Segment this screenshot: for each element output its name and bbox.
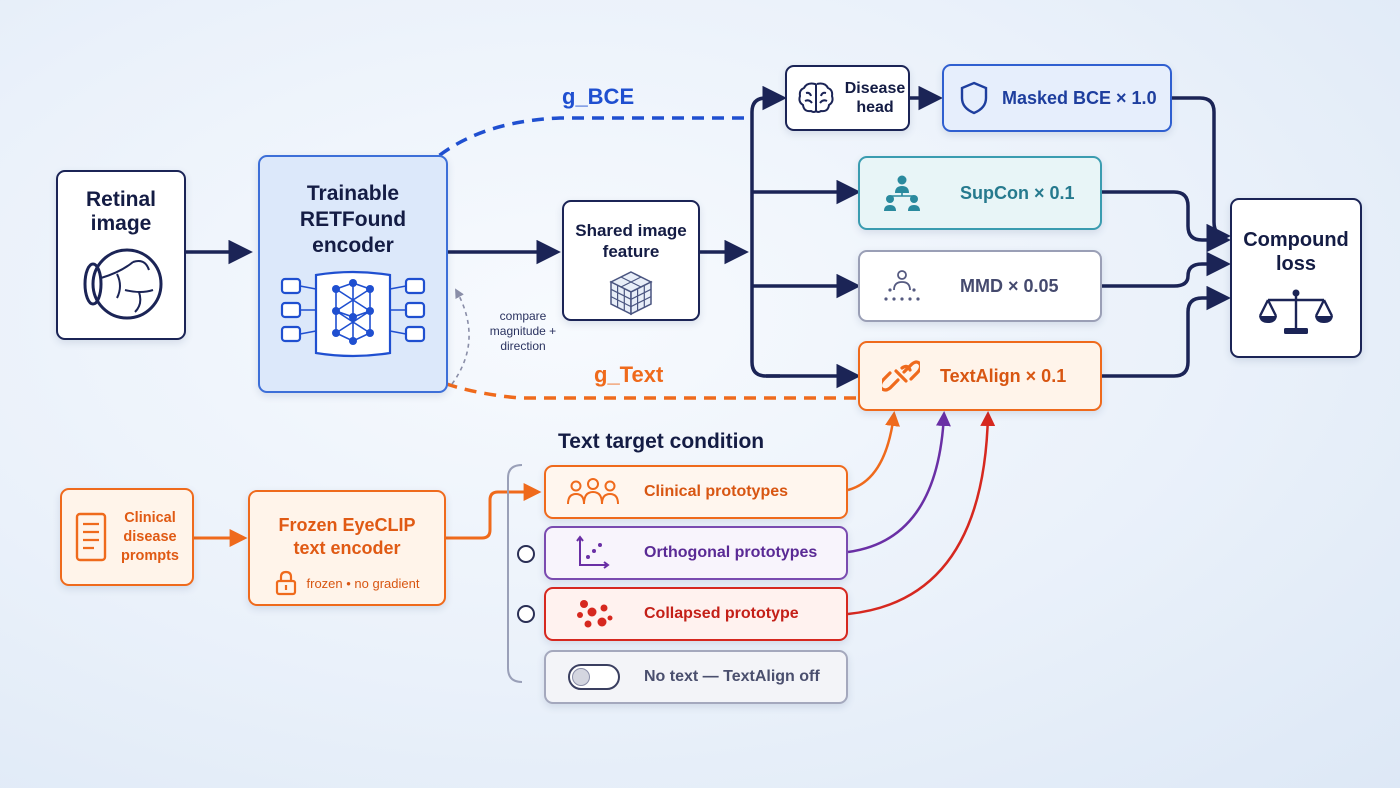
option-label: Clinical prototypes [644,483,789,500]
clinical-prompts-node: Clinical disease prompts [60,488,194,586]
g-text-label: g_Text [594,362,664,387]
option-label: Orthogonal prototypes [644,544,818,561]
option-orthogonal-prototypes[interactable]: Orthogonal prototypes [544,526,848,580]
distribution-icon [884,270,920,301]
text-encoder-label: Frozen EyeCLIP text encoder [278,515,416,558]
scatter-dots-icon [577,600,613,628]
frozen-note-row: frozen • no gradient [275,570,420,596]
option-label: Collapsed prototype [644,605,799,622]
option-collapsed-prototype[interactable]: Collapsed prototype [544,587,848,641]
lock-icon [275,570,296,596]
compare-note: compare magnitude + direction [489,309,557,353]
neural-network-icon [280,270,426,358]
condition-heading: Text target condition [558,430,765,453]
g-bce-gradient-arrow [409,116,744,186]
retinal-image-label: Retinal image [85,188,156,235]
mmd-label: MMD × 0.05 [960,275,1059,296]
textalign-node: TextAlign × 0.1 [858,341,1102,411]
encoder-label: Trainable RETFound encoder [299,182,407,257]
text-encoder-node: Frozen EyeCLIP text encoder frozen • no … [248,490,446,606]
arrow-clinical-to-textalign [847,411,900,492]
compare-arrow [451,288,470,385]
disease-head-label: Disease head [844,80,906,116]
document-icon [75,512,107,562]
frozen-note: frozen • no gradient [306,575,420,591]
option-label: No text — TextAlign off [644,668,820,685]
condition-bracket [507,464,523,683]
masked-bce-node: Masked BCE × 1.0 [942,64,1172,132]
compound-loss-node: Compound loss [1230,198,1362,358]
radio-collapsed[interactable] [517,605,535,623]
arrow-bce-to-compound [1172,96,1231,249]
retfound-encoder-node: Trainable RETFound encoder [258,155,448,393]
arrow-orthogonal-to-textalign [847,411,951,554]
hierarchy-icon [884,175,920,211]
disease-head-node: Disease head [785,65,910,131]
toggle-off-switch[interactable] [568,664,620,690]
textalign-label: TextAlign × 0.1 [940,365,1067,386]
supcon-label: SupCon × 0.1 [960,182,1075,203]
option-clinical-prototypes[interactable]: Clinical prototypes [544,465,848,519]
brain-icon [798,82,834,113]
radio-orthogonal[interactable] [517,545,535,563]
arrow-text-encoder-to-condition [446,483,542,540]
shared-image-feature-node: Shared image feature [562,200,700,321]
g-bce-label: g_BCE [562,84,635,109]
shield-icon [960,81,988,115]
link-icon [882,360,920,392]
arrow-textalign-to-compound [1102,285,1231,378]
group-icon [567,478,619,505]
option-no-text[interactable]: No text — TextAlign off [544,650,848,704]
arrow-mmd-to-compound [1102,251,1231,288]
clinical-prompts-label: Clinical disease prompts [121,509,179,564]
masked-bce-label: Masked BCE × 1.0 [1002,87,1157,108]
arrow-supcon-to-compound [1102,190,1231,253]
toggle-knob [572,668,590,686]
eye-icon [83,248,163,320]
scales-icon [1258,289,1334,334]
cube-grid-icon [609,271,653,316]
compound-loss-label: Compound loss [1243,229,1349,275]
branch-trunk [750,96,780,378]
retinal-image-node: Retinal image [56,170,186,340]
shared-feature-label: Shared image feature [575,221,687,261]
arrow-collapsed-to-textalign [847,411,996,616]
axes-icon [576,535,610,569]
supcon-node: SupCon × 0.1 [858,156,1102,230]
mmd-node: MMD × 0.05 [858,250,1102,322]
